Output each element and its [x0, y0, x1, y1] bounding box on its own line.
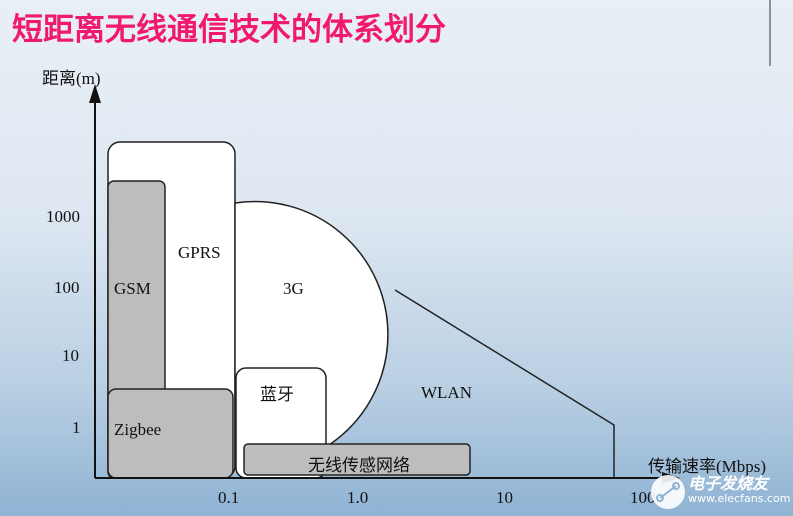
x-tick: 100	[630, 488, 656, 507]
x-axis-label: 传输速率(Mbps)	[648, 457, 767, 476]
y-axis-arrow	[89, 84, 101, 103]
watermark-text: 电子发烧友	[688, 474, 769, 493]
label-zigbee: Zigbee	[114, 420, 162, 439]
label-3g: 3G	[283, 279, 304, 298]
elecfans-logo-icon	[651, 475, 685, 509]
label-bluetooth: 蓝牙	[260, 385, 294, 404]
y-axis-label: 距离(m)	[42, 69, 101, 88]
label-gsm: GSM	[114, 279, 151, 298]
watermark-url: www.elecfans.com	[688, 492, 791, 505]
label-gprs: GPRS	[178, 243, 221, 262]
page-title: 短距离无线通信技术的体系划分	[12, 12, 446, 48]
y-tick: 10	[62, 346, 79, 365]
y-tick: 1000	[46, 207, 80, 226]
label-wlan: WLAN	[421, 383, 472, 402]
y-tick: 1	[72, 418, 81, 437]
label-wsn: 无线传感网络	[308, 456, 410, 475]
region-wsn	[243, 443, 471, 476]
x-tick: 10	[496, 488, 513, 507]
y-tick: 100	[54, 278, 80, 297]
x-tick: 1.0	[347, 488, 369, 507]
x-tick: 0.1	[218, 488, 240, 507]
region-wlan-boundary	[394, 289, 615, 478]
watermark-logo: 电子发烧友 www.elecfans.com	[648, 468, 791, 512]
